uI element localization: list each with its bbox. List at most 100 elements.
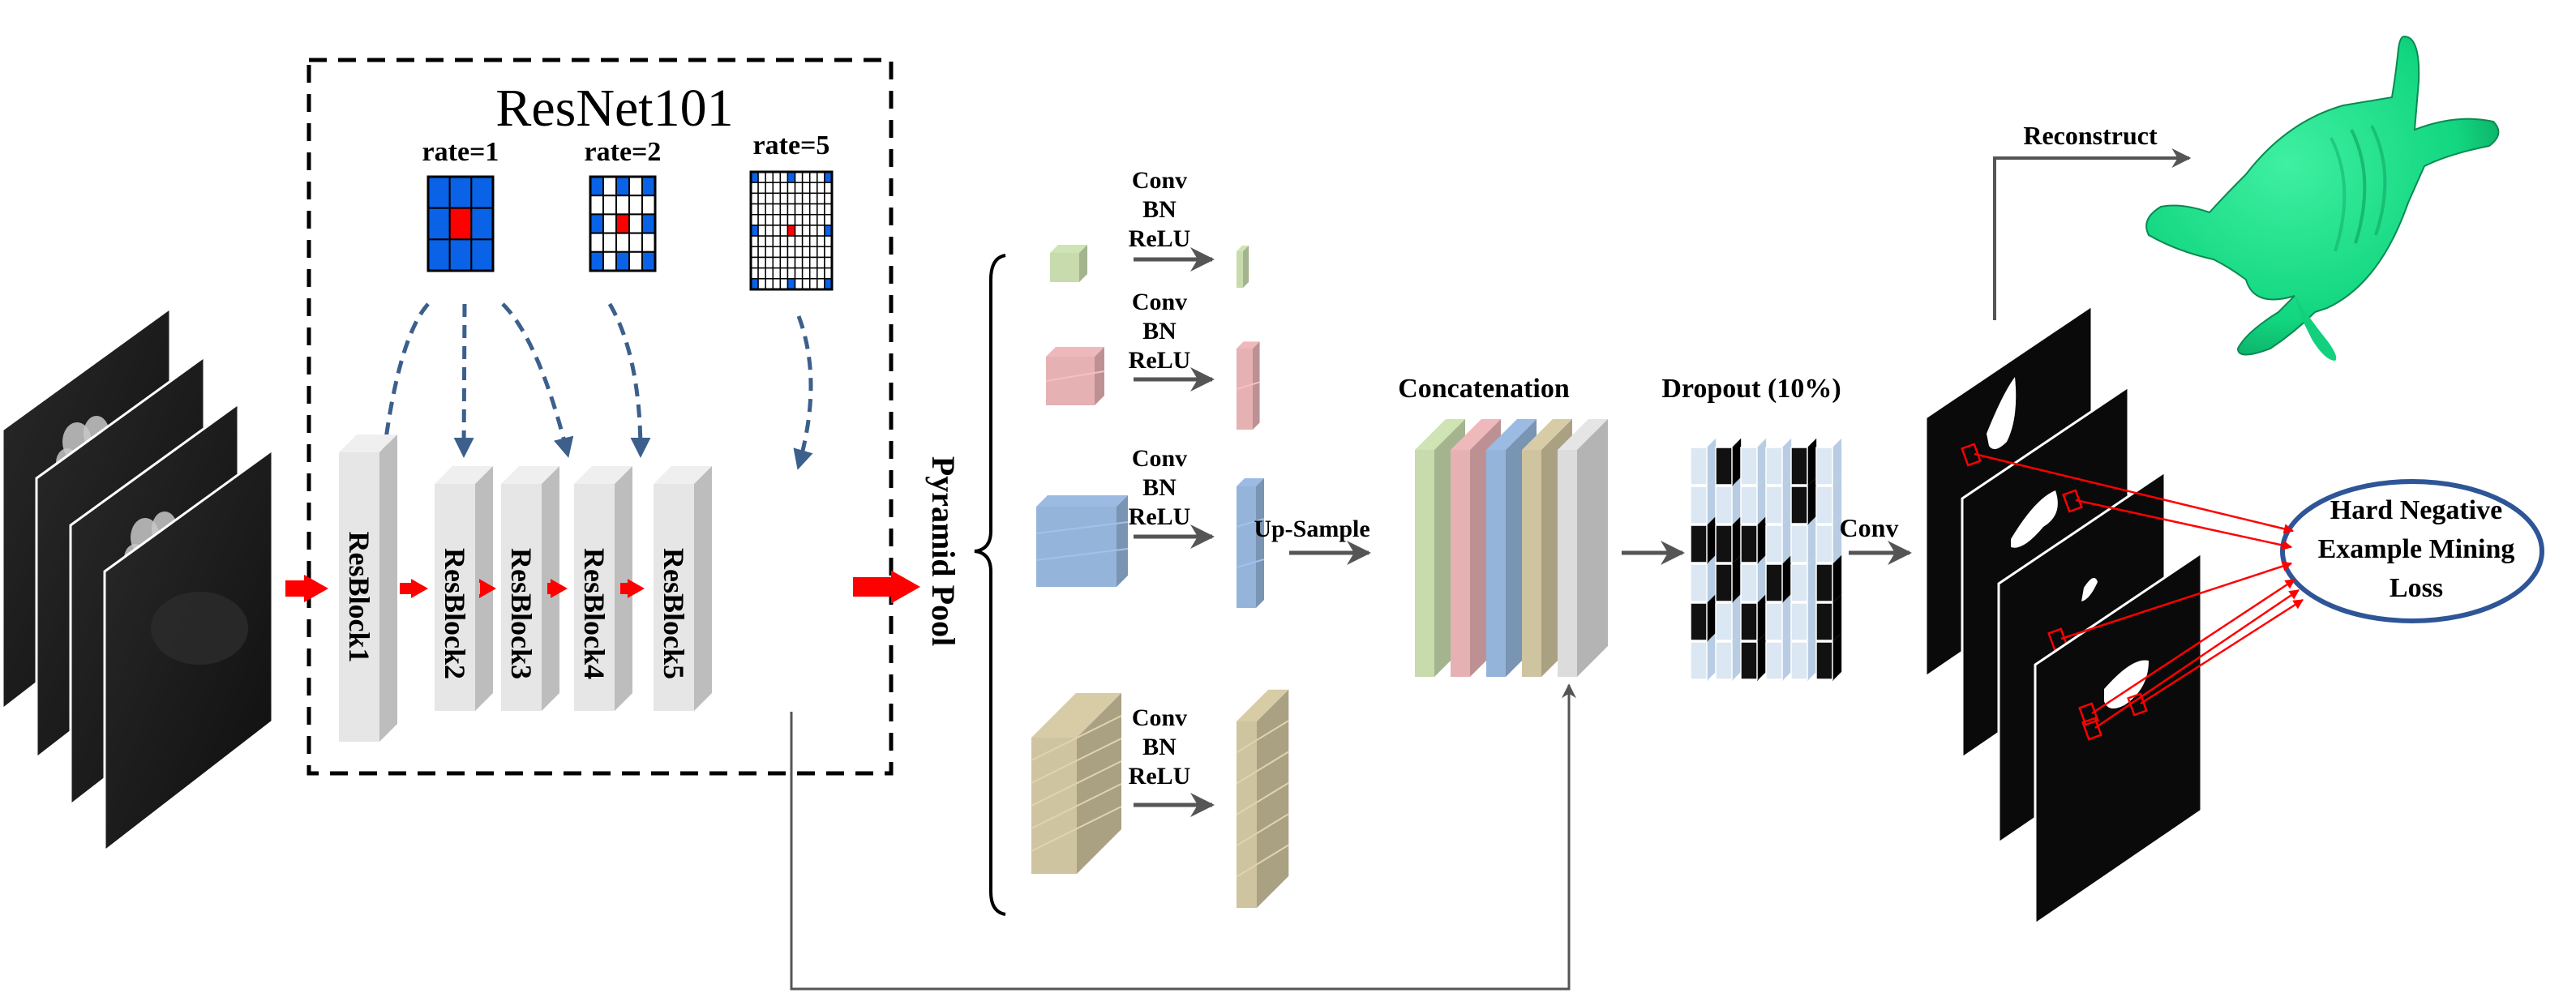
unit-front	[1790, 641, 1808, 680]
kernel-cell	[779, 213, 789, 226]
kernel-cell	[765, 192, 774, 205]
kernel-cell	[772, 225, 782, 237]
kernel-cell	[615, 250, 630, 272]
pool-input-block	[1050, 245, 1087, 282]
kernel-cell	[628, 195, 643, 216]
hard-negative-arrow-6	[2140, 598, 2304, 705]
box-top	[501, 466, 559, 484]
dropout-unit	[1790, 632, 1817, 681]
resblock-red-arrows	[285, 570, 920, 604]
kernel-cell	[794, 182, 804, 195]
box-top	[1486, 419, 1537, 450]
dilation-dashed-arrows	[372, 302, 813, 482]
box-top	[435, 466, 493, 484]
unit-front	[1815, 602, 1833, 641]
pyramid-pool-label: Pyramid Pool	[925, 456, 962, 646]
kernel-cell	[817, 213, 825, 226]
mask-foreground	[1987, 377, 2017, 449]
op-label-conv: Conv	[1132, 167, 1187, 194]
unit-side	[1782, 593, 1792, 642]
kernel-cell	[779, 182, 789, 195]
pyramid-red-arrow	[853, 570, 920, 604]
dropped-unit	[1790, 477, 1817, 525]
resnet-title: ResNet101	[495, 79, 733, 138]
kernel-cell	[427, 176, 451, 209]
kernel-cell	[817, 171, 825, 183]
kernel-cell	[641, 232, 656, 253]
kernel-cell	[602, 176, 617, 197]
op-label-relu: ReLU	[1129, 347, 1191, 374]
kernel-cell	[779, 192, 789, 205]
kernel-cell	[817, 225, 825, 237]
dropout-unit	[1740, 554, 1767, 603]
box-front	[1031, 738, 1077, 874]
kernel-cell	[772, 267, 782, 280]
kernel-cell	[808, 192, 818, 205]
kernel-cell	[794, 267, 804, 280]
red-arrow-2-3	[479, 579, 496, 598]
kernel-cell	[817, 182, 825, 195]
box-top	[1031, 693, 1121, 738]
hard-negative-arrow-4	[2091, 578, 2296, 715]
box-front	[1237, 721, 1257, 908]
dropped-unit	[1715, 554, 1742, 603]
unit-front	[1790, 524, 1808, 563]
res-block-label: ResBlock5	[658, 548, 690, 679]
kernel-cell	[589, 250, 604, 272]
res-block-2: ResBlock2	[435, 466, 493, 711]
kernel-cell	[772, 171, 782, 183]
kernel-cell	[808, 256, 818, 269]
kernel-cell	[817, 235, 825, 248]
kernel-cell	[794, 203, 804, 216]
kernel-border	[749, 170, 834, 291]
box-front	[1046, 357, 1095, 405]
dropout-unit	[1765, 632, 1792, 681]
hard-negative-arrow-3	[2060, 561, 2293, 640]
box-side	[1243, 245, 1249, 288]
kernel-cell	[794, 235, 804, 248]
kernel-cell	[765, 278, 774, 290]
box-top	[1415, 419, 1465, 450]
kernel-cell	[470, 176, 494, 209]
kernel-cell	[801, 213, 811, 226]
unit-side	[1732, 438, 1742, 486]
hard-negative-loss: Hard Negative Example Mining Loss	[2280, 479, 2544, 623]
mri-dark-region	[151, 592, 248, 665]
kernel-cell	[772, 246, 782, 259]
unit-front	[1815, 447, 1833, 486]
red-arrow-1-2	[400, 579, 428, 598]
box-front	[1050, 253, 1079, 282]
dashed-arrow-5	[793, 315, 813, 470]
kernel-cell	[801, 246, 811, 259]
unit-side	[1707, 516, 1717, 564]
kernel-cell	[641, 250, 656, 272]
dilation-kernel-2: rate=2	[585, 137, 661, 272]
kernel-cell	[794, 246, 804, 259]
res-block-3: ResBlock3	[501, 466, 559, 711]
dropout-unit	[1715, 593, 1742, 642]
dropout-label: Dropout (10%)	[1661, 374, 1841, 404]
unit-front	[1690, 447, 1708, 486]
dropped-unit	[1715, 438, 1742, 486]
concat-layer-5	[1558, 419, 1608, 677]
kernel-cell	[772, 256, 782, 269]
grid-line	[1236, 559, 1265, 568]
kernel-cell	[772, 235, 782, 248]
box-front	[435, 484, 475, 711]
unit-side	[1757, 438, 1767, 486]
mri-slice	[103, 447, 274, 854]
res-block-label: ResBlock2	[439, 548, 471, 679]
kernel-cell	[641, 176, 656, 197]
kernel-cell	[801, 256, 811, 269]
dropout-unit	[1815, 438, 1842, 486]
kernel-cell	[448, 207, 473, 241]
kernel-cell	[628, 176, 643, 197]
dropout-unit	[1790, 516, 1817, 564]
dropped-unit	[1765, 554, 1792, 603]
op-label-bn: BN	[1142, 734, 1177, 760]
kernel-cell	[794, 192, 804, 205]
kernel-cell	[628, 232, 643, 253]
kernel-cell	[641, 213, 656, 234]
